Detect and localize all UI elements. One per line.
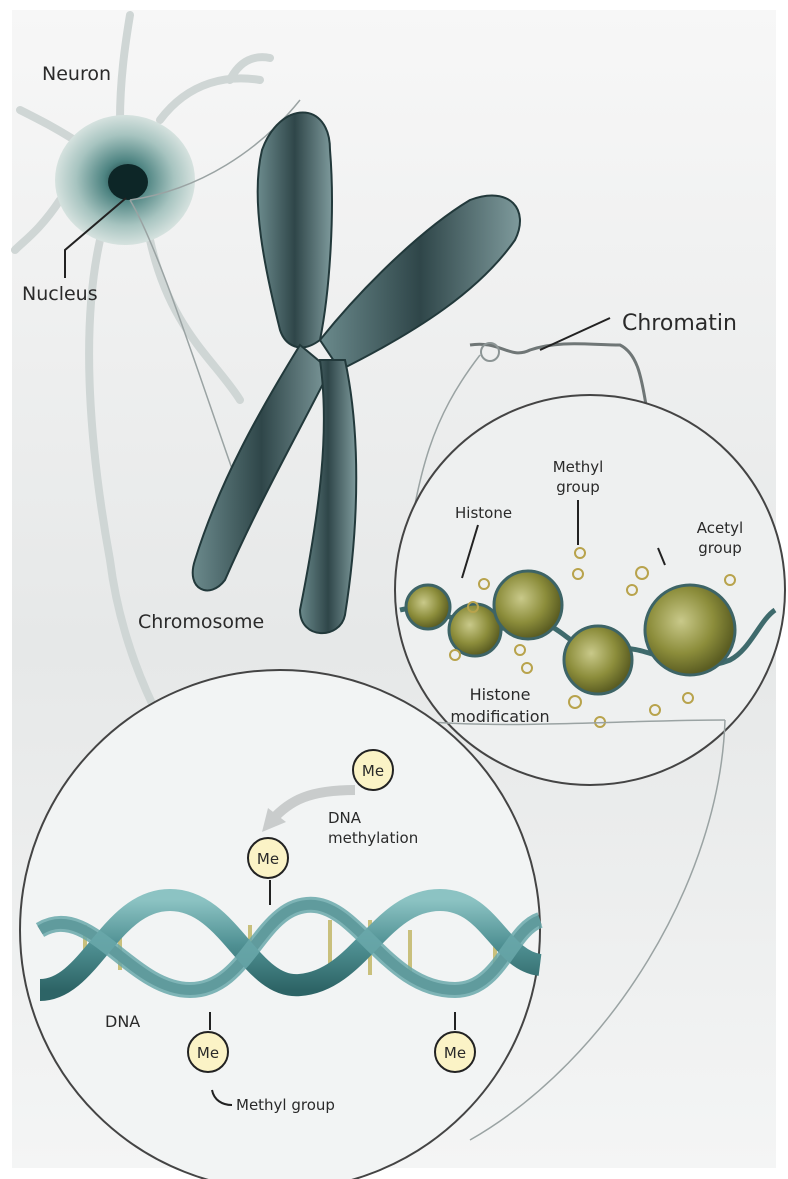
acetyl-group-label-line2: group [698,539,742,557]
methyl-group-label-line2: group [556,478,600,496]
dna-label: DNA [105,1012,140,1031]
methyl-group-bottom-label: Methyl group [236,1096,335,1114]
dna-methylation-label-line1: DNA [328,809,362,827]
histone-modification-label-line1: Histone [470,685,531,704]
nucleus-label: Nucleus [22,283,98,305]
methyl-marker-bottom-left: Me [188,1032,228,1072]
methyl-marker-free: Me [353,750,393,790]
dna-methylation-label-line2: methylation [328,829,418,847]
methyl-marker-top: Me [248,838,288,878]
me-label: Me [444,1044,466,1062]
neuron-label: Neuron [42,63,111,85]
methyl-group-label-line1: Methyl [553,458,604,476]
chromatin-label: Chromatin [622,311,737,336]
acetyl-group-label-line1: Acetyl [697,519,743,537]
chromosome-label: Chromosome [138,611,264,633]
me-label: Me [197,1044,219,1062]
nucleus [108,164,148,200]
methyl-marker-bottom-right: Me [435,1032,475,1072]
me-label: Me [362,762,384,780]
histone-label: Histone [455,504,512,522]
histone-modification-label-line2: modification [450,707,549,726]
me-label: Me [257,850,279,868]
